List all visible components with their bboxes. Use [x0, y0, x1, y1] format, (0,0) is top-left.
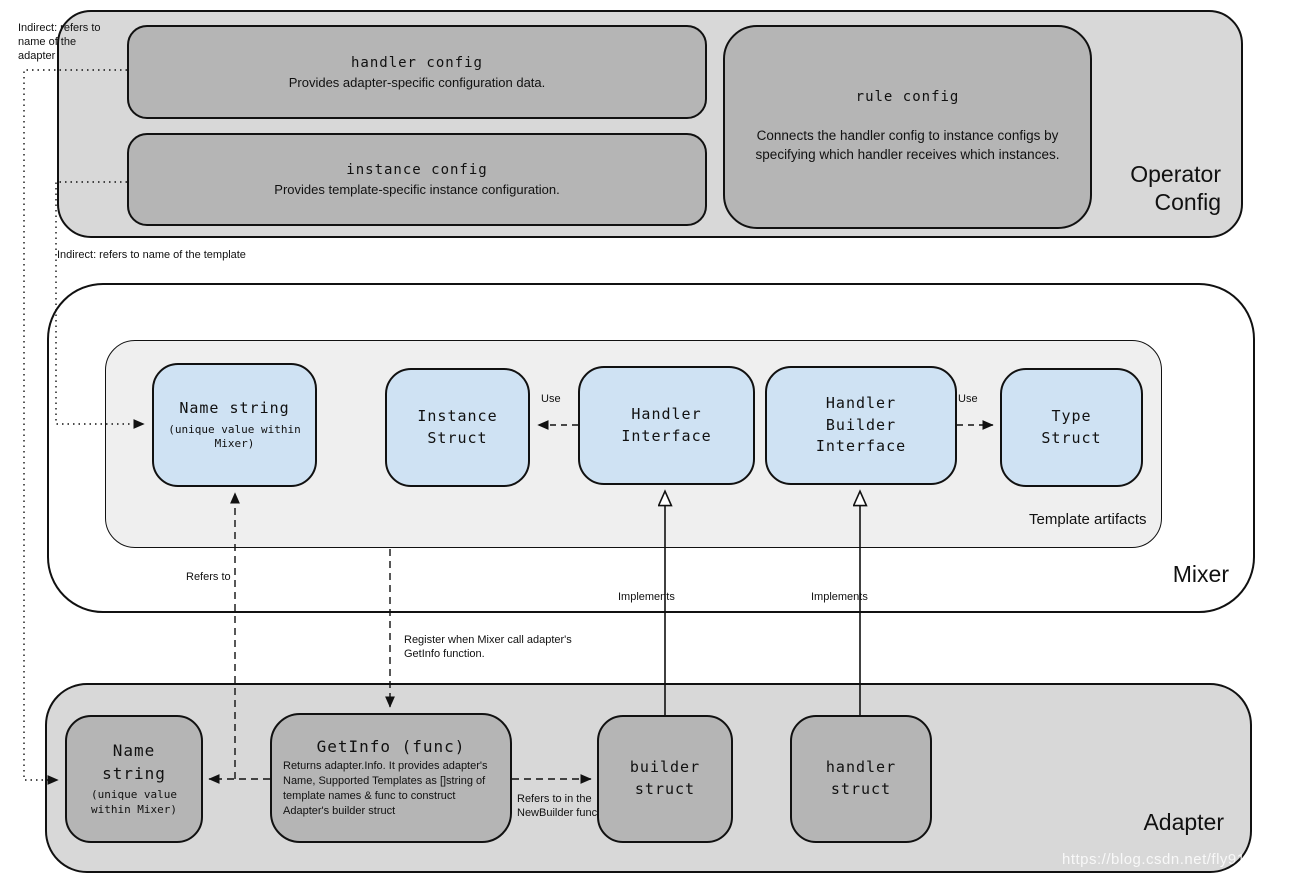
template-artifacts-label: Template artifacts	[1029, 511, 1147, 528]
mixer-name-string-title: Name string	[179, 398, 290, 417]
annotation-implements-handler: Implements	[811, 591, 868, 603]
handler-builder-interface-title: Handler Builder Interface	[815, 393, 907, 456]
instance-struct-title: Instance Struct	[417, 406, 498, 447]
mixer-name-string-subtitle: (unique value within Mixer)	[168, 422, 301, 451]
instance-config-box: instance config Provides template-specif…	[127, 133, 707, 226]
handler-struct-box: handler struct	[790, 715, 932, 843]
operator-config-label: Operator Config	[1130, 161, 1221, 216]
instance-config-title: instance config	[346, 162, 488, 178]
instance-struct-box: Instance Struct	[385, 368, 530, 487]
handler-config-title: handler config	[350, 54, 483, 71]
mixer-label: Mixer	[1172, 561, 1229, 587]
rule-config-description: Connects the handler config to instance …	[755, 128, 1060, 162]
builder-struct-title: builder struct	[629, 758, 701, 798]
mixer-name-string-box: Name string (unique value within Mixer)	[152, 363, 317, 487]
annotation-use-instance: Use	[541, 393, 561, 405]
annotation-use-type: Use	[958, 393, 978, 405]
type-struct-box: Type Struct	[1000, 368, 1143, 487]
builder-struct-box: builder struct	[597, 715, 733, 843]
handler-builder-interface-box: Handler Builder Interface	[765, 366, 957, 485]
annotation-register: Register when Mixer call adapter's GetIn…	[404, 634, 572, 660]
annotation-implements-builder: Implements	[618, 591, 675, 603]
rule-config-title: rule config	[855, 89, 960, 106]
getinfo-title: GetInfo (func)	[316, 737, 466, 757]
type-struct-title: Type Struct	[1041, 406, 1102, 447]
annotation-refers-to: Refers to	[186, 571, 231, 583]
handler-interface-title: Handler Interface	[621, 404, 712, 445]
adapter-name-string-subtitle: (unique value within Mixer)	[90, 788, 178, 816]
annotation-indirect-adapter: Indirect: refers to name of the adapter	[18, 22, 101, 62]
handler-struct-title: handler struct	[825, 758, 897, 798]
getinfo-box: GetInfo (func) Returns adapter.Info. It …	[270, 713, 512, 843]
annotation-indirect-template: Indirect: refers to name of the template	[57, 249, 246, 261]
adapter-label: Adapter	[1143, 809, 1224, 835]
adapter-name-string-box: Name string (unique value within Mixer)	[65, 715, 203, 843]
getinfo-description: Returns adapter.Info. It provides adapte…	[283, 760, 488, 817]
handler-interface-box: Handler Interface	[578, 366, 755, 485]
rule-config-box: rule config Connects the handler config …	[723, 25, 1092, 229]
annotation-newbuilder: Refers to in the NewBuilder func	[517, 793, 598, 819]
watermark: https://blog.csdn.net/fly910905	[1062, 851, 1281, 868]
adapter-name-string-title: Name string	[102, 741, 166, 783]
handler-config-description: Provides adapter-specific configuration …	[288, 74, 546, 90]
instance-config-description: Provides template-specific instance conf…	[274, 182, 560, 197]
handler-config-box: handler config Provides adapter-specific…	[127, 25, 707, 119]
